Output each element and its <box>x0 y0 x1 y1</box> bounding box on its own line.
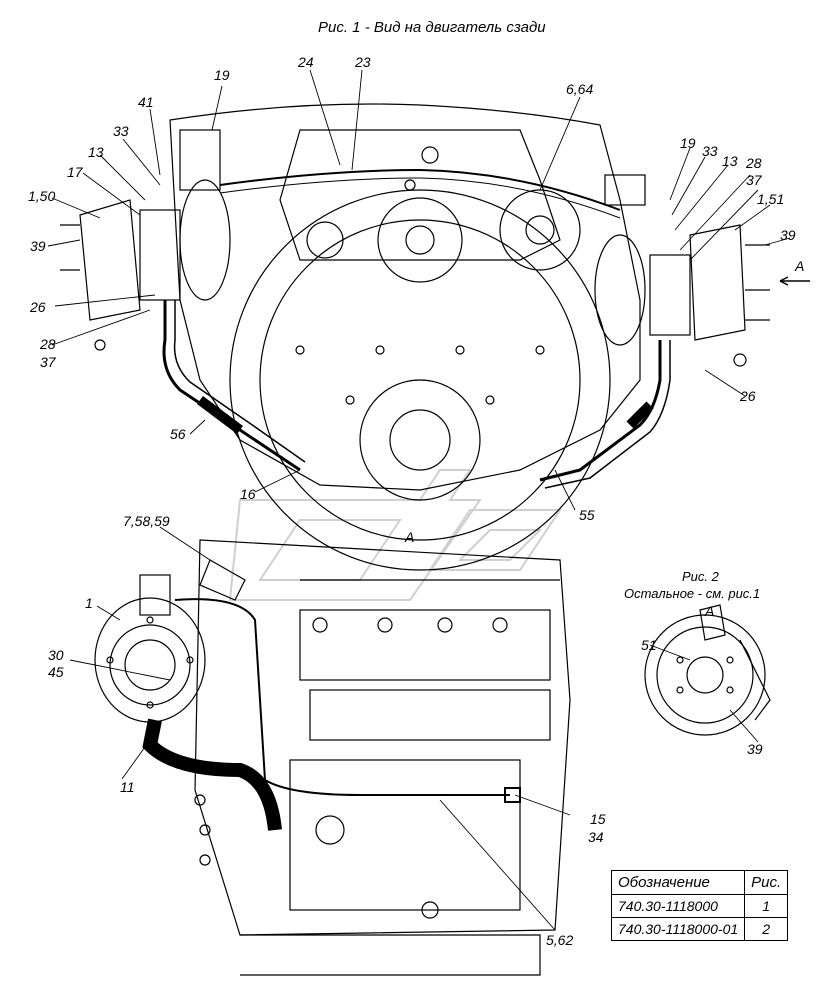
table-cell-figure: 2 <box>744 917 789 941</box>
table-row: 740.30-1118000-01 2 <box>610 917 789 941</box>
callout-28-right: 28 <box>746 155 762 171</box>
callout-7-58-59: 7,58,59 <box>123 513 170 529</box>
right-hose-sleeve <box>626 401 654 429</box>
leader-lines <box>47 69 791 931</box>
callout-34: 34 <box>588 829 604 845</box>
callout-45: 45 <box>48 664 64 680</box>
callout-39-right: 39 <box>780 227 796 243</box>
table-cell-designation: 740.30-1118000 <box>610 894 746 918</box>
callout-26-right: 26 <box>740 388 756 404</box>
callout-13-right: 13 <box>722 153 738 169</box>
engine-side-view <box>194 539 571 976</box>
table-row: 740.30-1118000 1 <box>610 894 789 918</box>
callout-39-fig2: 39 <box>747 741 763 757</box>
callout-1-51: 1,51 <box>757 191 785 207</box>
callout-28-left: 28 <box>40 336 56 352</box>
watermark-logo <box>228 469 562 601</box>
callout-19-left: 19 <box>214 67 230 83</box>
right-drain-hose <box>539 340 671 489</box>
callout-26-left: 26 <box>30 299 46 315</box>
callout-39-left: 39 <box>30 238 46 254</box>
figure2-subtitle: Остальное - см. рис.1 <box>624 586 761 601</box>
callout-1-bottom: 1 <box>85 595 93 611</box>
figure2-title: Рис. 2 <box>682 569 719 584</box>
oil-pipe-top <box>219 168 621 211</box>
callout-56: 56 <box>170 426 186 442</box>
bottom-drain-hose <box>142 718 282 831</box>
left-hose-sleeve <box>197 396 243 434</box>
left-drain-hose <box>162 300 306 472</box>
callout-30: 30 <box>48 647 64 663</box>
callout-24: 24 <box>298 54 314 70</box>
callout-37-left: 37 <box>40 354 56 370</box>
engine-block-upper <box>169 103 641 491</box>
callout-6-64: 6,64 <box>566 81 594 97</box>
callout-37-right: 37 <box>746 172 762 188</box>
callout-55: 55 <box>579 507 595 523</box>
callout-1-50: 1,50 <box>28 188 56 204</box>
callout-23: 23 <box>355 54 371 70</box>
view-arrow <box>779 276 810 286</box>
fig2-detail <box>644 604 771 736</box>
figure2-view-label: А <box>705 603 715 619</box>
table-cell-designation: 740.30-1118000-01 <box>610 917 746 941</box>
arrow-label-a: А <box>795 258 805 274</box>
callout-33-left: 33 <box>113 123 129 139</box>
callout-13-left: 13 <box>88 144 104 160</box>
view-label-a: А <box>405 529 415 545</box>
figure1-title: Рис. 1 - Вид на двигатель сзади <box>318 19 546 36</box>
left-turbocharger <box>60 129 231 351</box>
table-header-figure: Рис. <box>744 870 789 895</box>
right-turbocharger <box>594 174 770 367</box>
callout-19-right: 19 <box>680 135 696 151</box>
flywheel <box>229 189 611 571</box>
table-cell-figure: 1 <box>744 894 789 918</box>
table-header-row: Обозначение Рис. <box>610 870 789 895</box>
callout-51: 51 <box>641 637 657 653</box>
callout-11: 11 <box>120 779 135 795</box>
callout-5-62: 5,62 <box>546 932 574 948</box>
designation-table: Обозначение Рис. 740.30-1118000 1 740.30… <box>610 870 789 941</box>
bottom-turbocharger <box>94 559 246 723</box>
table-header-designation: Обозначение <box>610 870 746 895</box>
callout-33-right: 33 <box>702 143 718 159</box>
callout-41: 41 <box>138 94 154 110</box>
callout-17: 17 <box>67 164 83 180</box>
callout-16: 16 <box>240 486 256 502</box>
callout-15: 15 <box>590 811 606 827</box>
